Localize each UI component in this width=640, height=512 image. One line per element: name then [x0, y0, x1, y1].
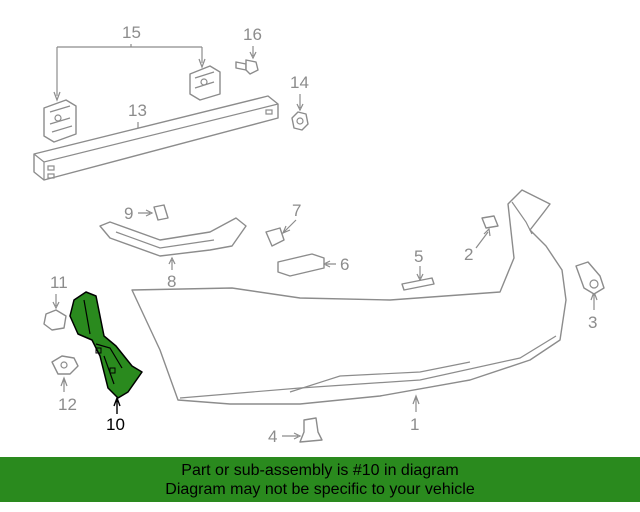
- callout-14-label: 14: [290, 73, 309, 92]
- clip-9-icon: [153, 204, 169, 221]
- callout-3-label: 3: [588, 313, 597, 332]
- parts-diagram: 15 16 14 13: [33, 23, 605, 446]
- bolt-3-icon: [575, 261, 605, 295]
- callout-8-label: 8: [167, 272, 176, 291]
- callout-6-label: 6: [340, 255, 349, 274]
- clip-4-icon: [299, 417, 323, 443]
- callout-12-label: 12: [58, 395, 77, 414]
- bumper-reinforcement: [33, 95, 279, 181]
- callout-15[interactable]: 15: [53, 23, 206, 102]
- callout-13-label: 13: [128, 101, 147, 120]
- energy-absorber-right: [189, 65, 221, 101]
- reflector-5: [401, 277, 435, 291]
- bracket-10-highlighted[interactable]: [69, 291, 143, 399]
- callout-3[interactable]: 3: [588, 290, 598, 332]
- nut-14-icon: [291, 111, 309, 131]
- callout-16-label: 16: [243, 25, 262, 44]
- clip-2-icon: [481, 215, 499, 229]
- bolt-16-icon: [235, 59, 259, 75]
- callout-15-leader: [56, 44, 203, 96]
- energy-absorber-left: [43, 99, 77, 143]
- callout-5[interactable]: 5: [414, 247, 424, 282]
- callout-6[interactable]: 6: [322, 255, 349, 274]
- callout-16[interactable]: 16: [243, 25, 262, 60]
- callout-2-label: 2: [464, 245, 473, 264]
- callout-1[interactable]: 1: [410, 394, 420, 434]
- info-banner: Part or sub-assembly is #10 in diagram D…: [0, 457, 640, 502]
- clip-12-icon: [51, 355, 79, 375]
- callout-4[interactable]: 4: [268, 427, 302, 446]
- callout-9-label: 9: [124, 204, 133, 223]
- callout-4-label: 4: [268, 427, 277, 446]
- callout-9[interactable]: 9: [124, 204, 154, 223]
- callout-11-label: 11: [50, 273, 68, 292]
- callout-15-arrows: [53, 58, 206, 102]
- callout-8[interactable]: 8: [167, 256, 176, 291]
- banner-line-2: Diagram may not be specific to your vehi…: [165, 481, 475, 498]
- callout-10-label: 10: [106, 415, 125, 434]
- callout-7[interactable]: 7: [281, 201, 301, 235]
- bumper-cover: [131, 189, 567, 405]
- bracket-6: [277, 253, 325, 277]
- callout-1-label: 1: [410, 415, 419, 434]
- callout-10[interactable]: 10: [106, 396, 125, 434]
- callout-14[interactable]: 14: [290, 73, 309, 112]
- callout-5-label: 5: [414, 247, 423, 266]
- callout-11[interactable]: 11: [50, 273, 68, 310]
- callout-7-label: 7: [292, 201, 301, 220]
- callout-12[interactable]: 12: [58, 376, 77, 414]
- retainer-8: [99, 217, 247, 257]
- callout-2[interactable]: 2: [464, 227, 491, 264]
- callout-15-label: 15: [122, 23, 141, 42]
- banner-line-1: Part or sub-assembly is #10 in diagram: [181, 462, 459, 479]
- clip-11-icon: [43, 309, 67, 331]
- clip-7-icon: [265, 227, 285, 247]
